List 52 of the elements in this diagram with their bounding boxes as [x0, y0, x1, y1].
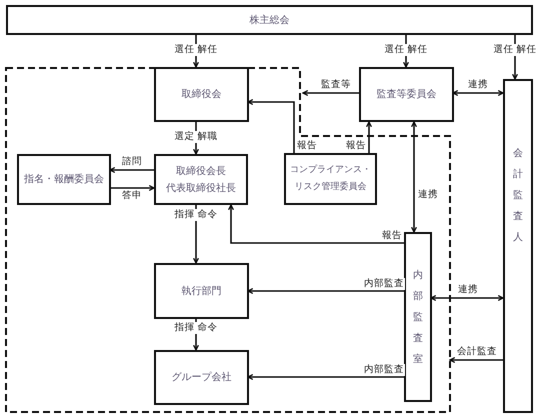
president-box: [154, 154, 248, 205]
edge-label: 指揮 命令: [173, 209, 219, 221]
edge-label: 報告: [381, 230, 403, 242]
node-text: グループ会社: [172, 370, 232, 385]
edge-label: 内部監査: [363, 364, 405, 376]
edge-label: 報告: [345, 140, 367, 152]
committee-box: [17, 154, 111, 205]
arrow: [247, 374, 404, 380]
node-text: 取締役会: [182, 88, 222, 102]
arrow: [452, 90, 504, 96]
arrow: [366, 121, 372, 153]
arrow: [449, 356, 503, 364]
dashed-boundary: [5, 67, 451, 413]
edge-label: 連携: [467, 79, 489, 91]
node-text: 株主総会: [250, 14, 290, 28]
edge-label: 選任 解任: [173, 44, 219, 56]
department-box: [154, 263, 249, 319]
edge-label: 選定 解職: [173, 131, 219, 143]
audit-office-box: [404, 232, 432, 402]
edge-label: 監査等: [320, 79, 352, 91]
committee-box: [359, 67, 454, 122]
edge-label: 会計監査: [456, 346, 498, 358]
edge-label: 選任 解任: [383, 44, 429, 56]
edge-label: 諮問: [121, 156, 143, 168]
arrow: [247, 288, 404, 294]
committee-box: [284, 153, 377, 205]
group-company-box: [154, 350, 249, 405]
arrow: [110, 184, 155, 192]
node-text: 会計監査人: [512, 147, 524, 245]
arrow: [302, 90, 359, 96]
node-text: 取締役会長: [176, 164, 226, 178]
node-text: 執行部門: [182, 284, 222, 298]
edge-label: 連携: [457, 284, 479, 296]
node-text: 監査等委員会: [376, 88, 436, 102]
node-text: 指名・報酬委員会: [24, 172, 104, 187]
node-text: コンプライアンス・リスク管理委員会: [289, 163, 372, 194]
edge-label: 指揮 命令: [173, 322, 219, 334]
shareholders-box: [6, 5, 533, 35]
edge-label: 内部監査: [363, 278, 405, 290]
auditor-box: [503, 79, 533, 413]
arrow: [228, 204, 404, 244]
node-text: 内部監査室: [412, 268, 424, 366]
board-box: [154, 67, 249, 122]
arrow: [430, 294, 504, 302]
edge-label: 報告: [296, 140, 318, 152]
edge-label: 選任 解任: [492, 44, 538, 56]
arrow: [109, 166, 154, 174]
edge-label: 連携: [417, 189, 439, 201]
edge-label: 答申: [121, 190, 143, 202]
arrow: [410, 121, 418, 233]
node-text: 代表取締役社長: [166, 182, 236, 196]
arrow: [247, 98, 295, 153]
